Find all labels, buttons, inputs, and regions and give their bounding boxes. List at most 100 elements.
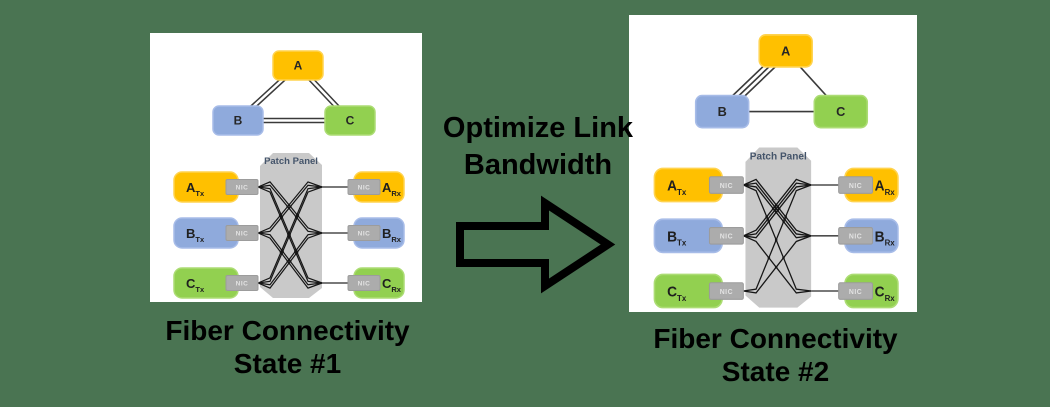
- fiber-junction-dot: [278, 214, 282, 217]
- fiber-junction-dot: [782, 256, 785, 260]
- fiber-strands: [743, 178, 812, 294]
- port-b-rx: BRx NIC: [322, 217, 405, 249]
- optimize-label: Optimize Link Bandwidth: [418, 110, 658, 184]
- fiber-junction-dot: [287, 261, 291, 265]
- port-b-rx: BRx NIC: [811, 218, 899, 254]
- fiber-junction-dot: [289, 260, 292, 263]
- patch-panel-label: Patch Panel: [264, 156, 318, 167]
- fiber-junction-dot: [782, 220, 785, 224]
- graph-node-c: C: [813, 94, 869, 129]
- nic-label: NIC: [720, 233, 733, 240]
- patch-panel-shape: [745, 147, 812, 308]
- graph-node-a-label: A: [781, 43, 791, 58]
- state-2-panel: A B C Patch Panel ATx NIC B: [629, 15, 917, 312]
- nic-label: NIC: [849, 289, 862, 296]
- port-b-tx: BTx NIC: [173, 217, 259, 249]
- svg-text:ATx: ATx: [186, 180, 205, 198]
- state-1-caption-line1: Fiber Connectivity: [165, 315, 410, 346]
- fiber-junction-dot: [279, 216, 283, 220]
- svg-text:CRx: CRx: [875, 283, 896, 303]
- fiber-junction-dot: [765, 215, 768, 219]
- fiber-junction-dot: [773, 209, 776, 212]
- fiber-junction-dot: [287, 235, 291, 238]
- patch-panel-shape: [260, 153, 322, 298]
- nic-label: NIC: [236, 231, 249, 238]
- fiber-junction-dot: [294, 250, 297, 253]
- nic-label: NIC: [236, 185, 249, 192]
- nic-label: NIC: [358, 281, 371, 288]
- nic-label: NIC: [720, 289, 733, 296]
- port-a-rx: ARx NIC: [811, 167, 899, 203]
- nic-label: NIC: [358, 231, 371, 238]
- fiber-junction-dot: [771, 207, 775, 210]
- patch-panel-label: Patch Panel: [750, 151, 807, 162]
- nic-label: NIC: [849, 233, 862, 240]
- state-2-caption: Fiber Connectivity State #2: [618, 322, 933, 388]
- svg-text:CTx: CTx: [667, 283, 687, 303]
- fiber-junction-dot: [776, 209, 779, 212]
- port-c-tx: CTx NIC: [173, 267, 259, 299]
- svg-text:ARx: ARx: [382, 180, 402, 198]
- fiber-junction-dot: [296, 214, 300, 217]
- fiber-junction-dot: [295, 252, 298, 255]
- graph-node-b-label: B: [718, 104, 727, 119]
- port-a-tx: ATx NIC: [173, 171, 259, 203]
- svg-text:BTx: BTx: [186, 226, 205, 244]
- nic-label: NIC: [849, 183, 862, 190]
- fiber-junction-dot: [767, 220, 771, 224]
- graph-node-a: A: [272, 50, 324, 81]
- svg-text:ATx: ATx: [667, 177, 687, 197]
- fiber-junction-dot: [295, 216, 299, 220]
- port-c-rx: CRx NIC: [322, 267, 405, 299]
- state-2-topology-diagram: A B C Patch Panel ATx NIC B: [653, 34, 899, 309]
- fiber-junction-dot: [289, 205, 292, 208]
- fiber-junction-dot: [767, 256, 771, 260]
- fiber-junction-dot: [774, 203, 778, 207]
- fiber-junction-dot: [281, 250, 284, 253]
- graph-node-c-label: C: [836, 104, 846, 119]
- fiber-junction-dot: [784, 215, 787, 219]
- fiber-junction-dot: [783, 217, 786, 221]
- fiber-junction-dot: [766, 217, 769, 221]
- svg-text:CTx: CTx: [186, 276, 205, 294]
- state-1-caption-line2: State #1: [233, 348, 342, 379]
- fiber-junction-dot: [287, 203, 291, 207]
- state-2-caption-line2: State #2: [721, 356, 830, 387]
- fiber-junction-dot: [280, 252, 283, 255]
- fiber-junction-dot: [776, 205, 779, 208]
- graph-node-c-label: C: [346, 114, 355, 128]
- fiber-junction-dot: [774, 265, 778, 269]
- port-b-tx: BTx NIC: [653, 218, 744, 254]
- state-2-caption-line1: Fiber Connectivity: [653, 323, 898, 354]
- fiber-junction-dot: [774, 238, 778, 242]
- fiber-junction-dot: [286, 205, 289, 208]
- fiber-junction-dot: [287, 207, 291, 210]
- graph-node-a-label: A: [294, 59, 303, 73]
- fiber-junction-dot: [286, 260, 289, 263]
- nic-label: NIC: [720, 183, 733, 190]
- state-1-caption: Fiber Connectivity State #1: [140, 314, 435, 380]
- graph-node-b: B: [694, 94, 750, 129]
- optimize-label-line1: Optimize Link: [442, 112, 634, 144]
- state-1-panel: A B C Patch Panel ATx NIC: [150, 33, 422, 302]
- right-arrow-icon: [456, 195, 616, 294]
- graph-node-c: C: [324, 105, 376, 136]
- port-a-tx: ATx NIC: [653, 167, 744, 203]
- fiber-strands: [257, 181, 323, 289]
- fiber-junction-dot: [287, 258, 291, 261]
- svg-text:BRx: BRx: [875, 228, 896, 248]
- port-a-rx: ARx NIC: [322, 171, 405, 203]
- nic-label: NIC: [358, 185, 371, 192]
- fiber-junction-dot: [774, 210, 778, 214]
- graph-node-a: A: [758, 34, 813, 68]
- transition-arrow: [456, 195, 616, 294]
- svg-text:BTx: BTx: [667, 228, 687, 248]
- svg-text:ARx: ARx: [875, 177, 896, 197]
- svg-text:CRx: CRx: [382, 276, 402, 294]
- graph-node-b: B: [212, 105, 264, 136]
- fiber-junction-dot: [777, 207, 781, 210]
- svg-text:BRx: BRx: [382, 226, 402, 244]
- port-c-tx: CTx NIC: [653, 273, 744, 309]
- optimize-label-line2: Bandwidth: [463, 149, 613, 181]
